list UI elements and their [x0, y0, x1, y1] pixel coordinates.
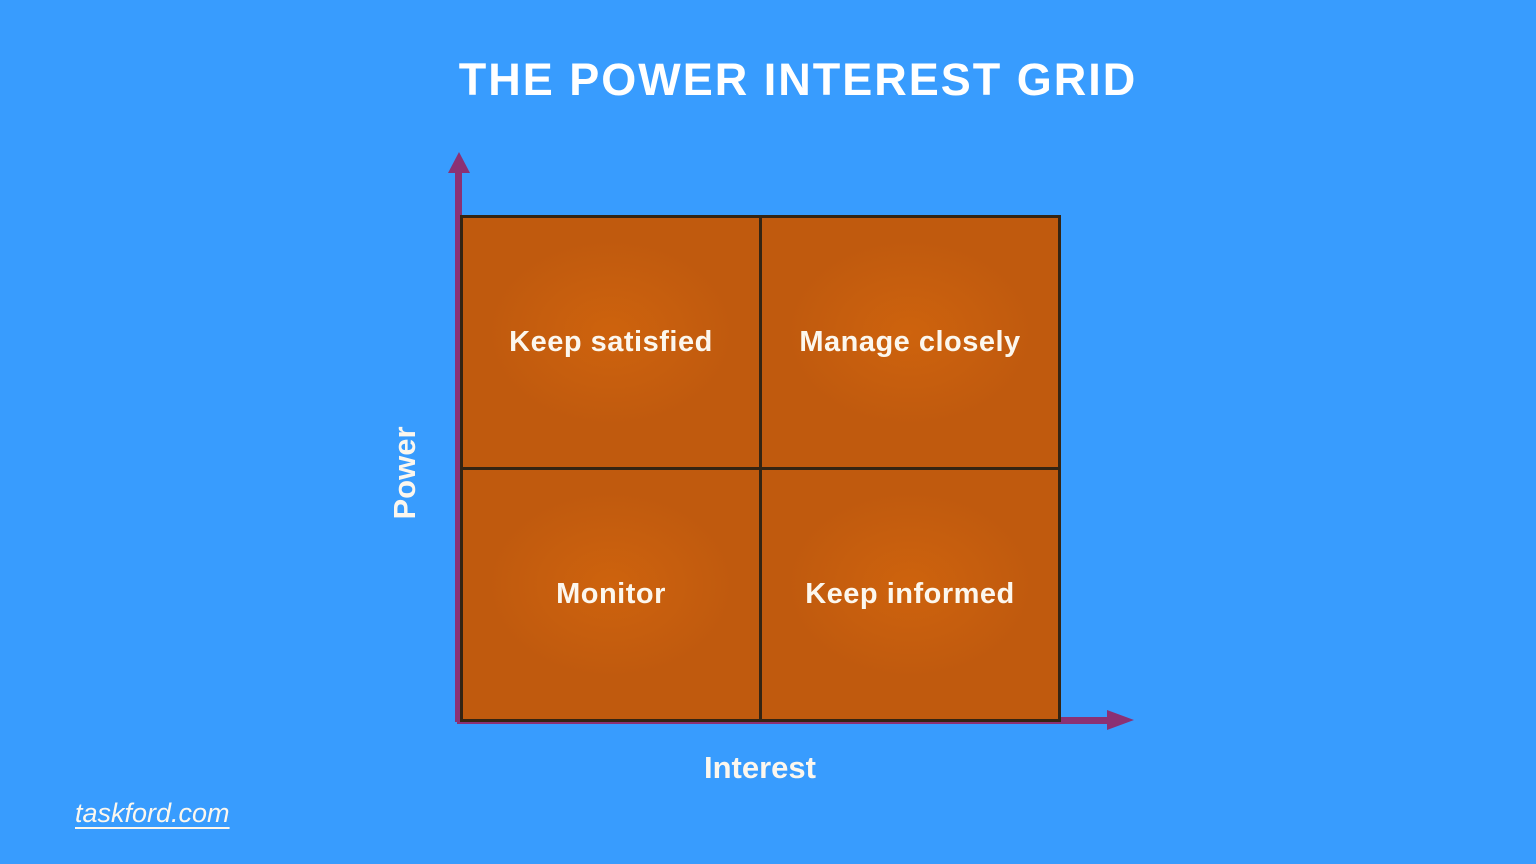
quadrant-label: Keep informed — [805, 578, 1015, 610]
quadrant-keep-satisfied: Keep satisfied — [463, 218, 759, 467]
quadrant-label: Manage closely — [799, 326, 1021, 358]
quadrant-label: Keep satisfied — [509, 326, 713, 358]
quadrant-monitor: Monitor — [463, 470, 759, 719]
quadrant-label: Monitor — [556, 578, 666, 610]
interest-axis-label: Interest — [704, 750, 816, 785]
power-axis-line — [455, 170, 462, 722]
website-link[interactable]: taskford.com — [75, 798, 230, 828]
interest-axis-arrowhead-icon — [1107, 710, 1134, 730]
page-title: THE POWER INTEREST GRID — [458, 54, 1138, 105]
quadrant-grid: Keep satisfied Manage closely Monitor Ke… — [460, 215, 1061, 722]
quadrant-keep-informed: Keep informed — [762, 470, 1058, 719]
power-axis-arrowhead-icon — [448, 152, 470, 173]
power-axis-label: Power — [387, 426, 422, 520]
quadrant-manage-closely: Manage closely — [762, 218, 1058, 467]
